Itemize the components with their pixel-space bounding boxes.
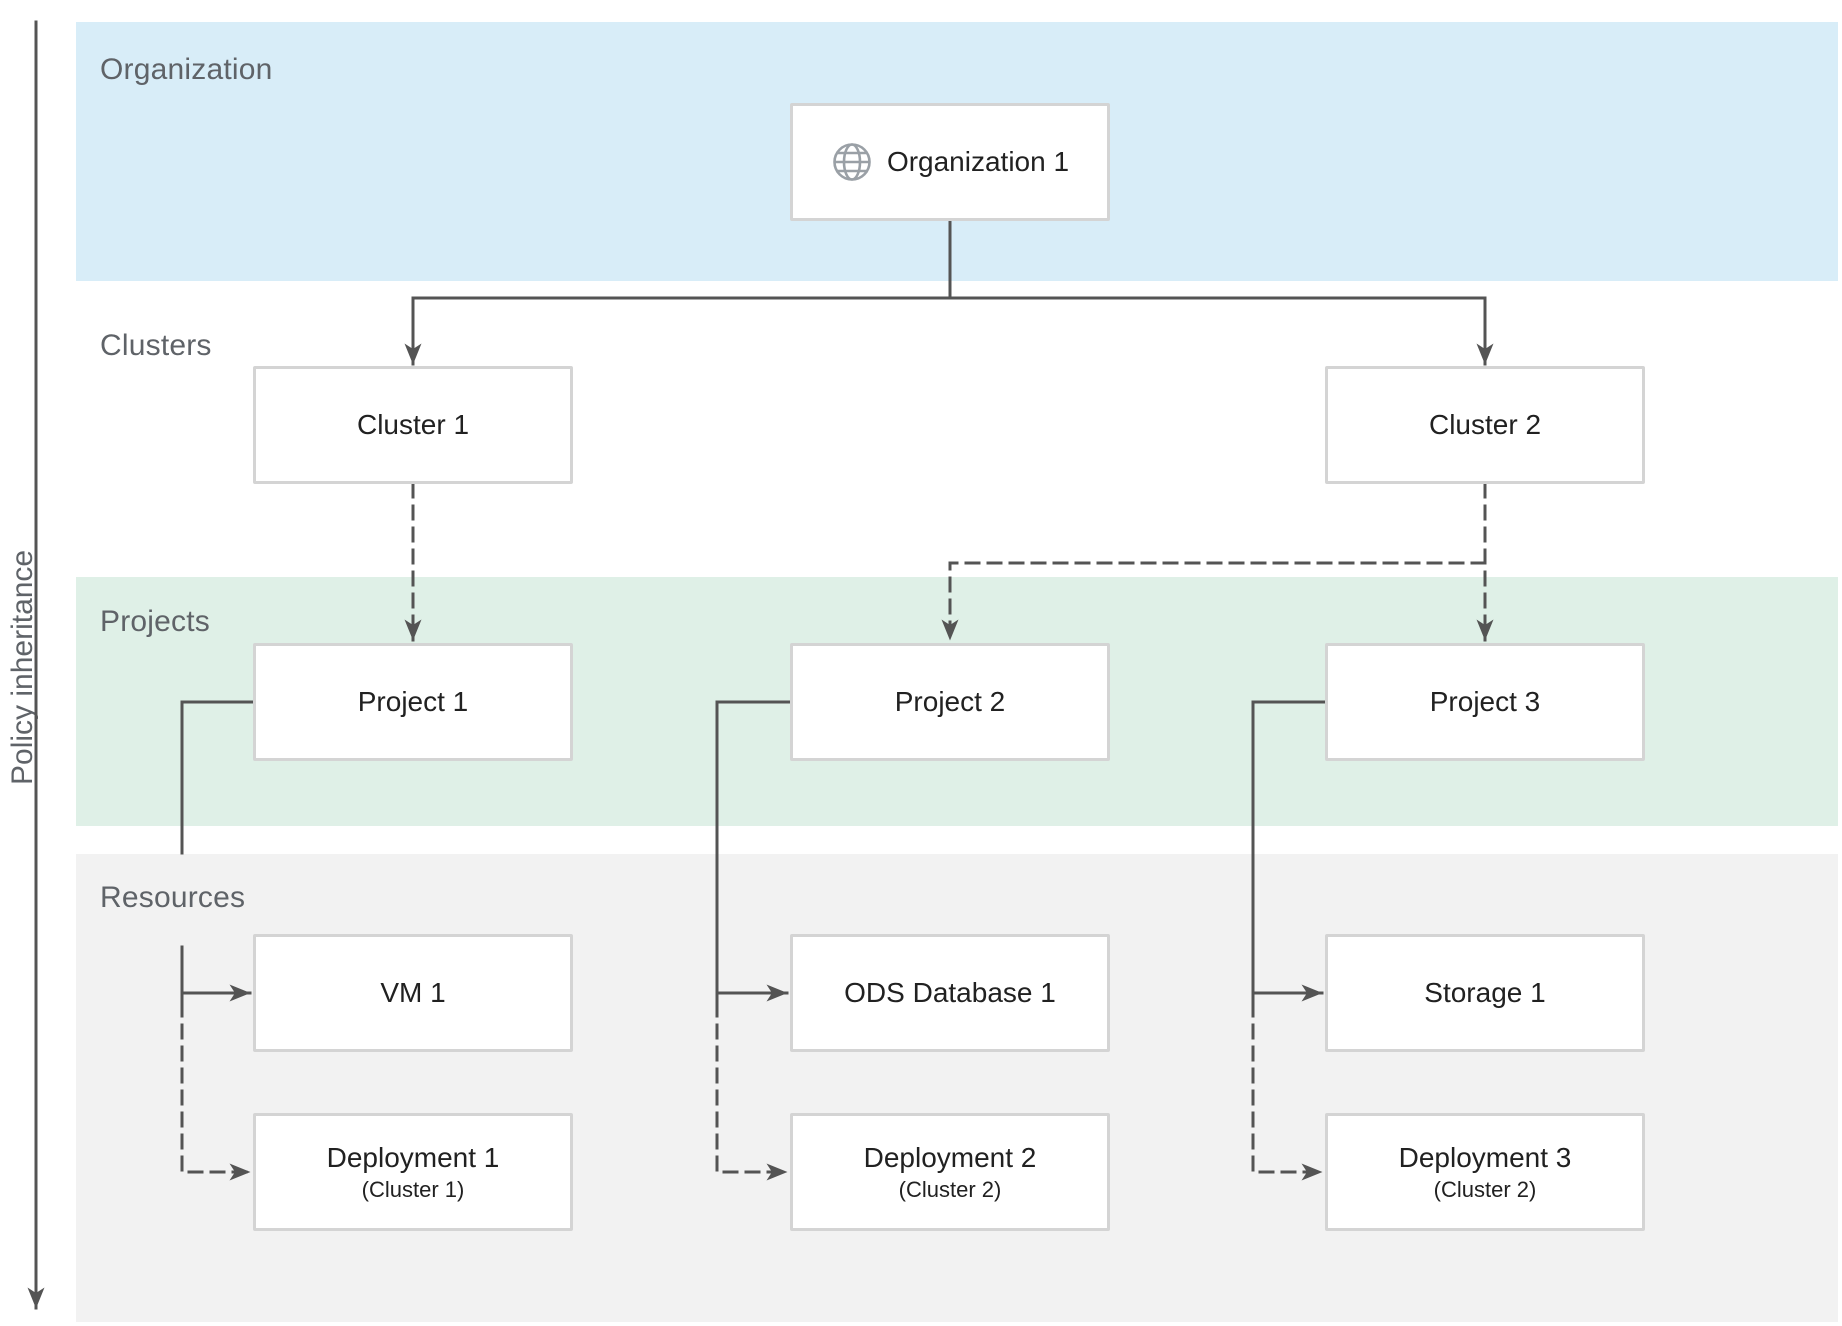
node-project-1: Project 1 [253,643,573,761]
node-label: Organization 1 [886,146,1070,178]
node-organization-1: Organization 1 [790,103,1110,221]
node-project-3: Project 3 [1325,643,1645,761]
policy-inheritance-label: Policy inheritance [6,549,39,785]
band-resources [76,854,1838,1322]
node-vm-1: VM 1 [253,934,573,1052]
node-sublabel: (Cluster 2) [1433,1176,1537,1202]
band-label-clusters: Clusters [100,329,212,362]
node-sublabel: (Cluster 2) [898,1176,1002,1202]
node-label: Project 3 [1429,686,1541,718]
node-label: Deployment 1 [326,1142,500,1173]
node-label: Deployment 3 [1398,1142,1572,1173]
band-label-resources: Resources [100,881,246,914]
node-cluster-2: Cluster 2 [1325,366,1645,484]
node-deployment-1: Deployment 1 (Cluster 1) [253,1113,573,1231]
node-storage-1: Storage 1 [1325,934,1645,1052]
node-sublabel: (Cluster 1) [361,1176,465,1202]
node-label: Cluster 1 [356,409,470,441]
node-deployment-2: Deployment 2 (Cluster 2) [790,1113,1110,1231]
band-label-projects: Projects [100,605,210,638]
node-deployment-3: Deployment 3 (Cluster 2) [1325,1113,1645,1231]
node-label: Storage 1 [1424,977,1546,1009]
globe-icon [831,141,873,183]
node-label: Project 2 [894,686,1006,718]
node-cluster-1: Cluster 1 [253,366,573,484]
node-label: Cluster 2 [1428,409,1542,441]
node-label: Deployment 2 [863,1142,1037,1173]
node-label: VM 1 [380,977,446,1009]
band-label-organization: Organization [100,53,273,86]
node-label: Project 1 [357,686,469,718]
node-label: ODS Database 1 [844,977,1056,1009]
node-project-2: Project 2 [790,643,1110,761]
node-ods-database-1: ODS Database 1 [790,934,1110,1052]
